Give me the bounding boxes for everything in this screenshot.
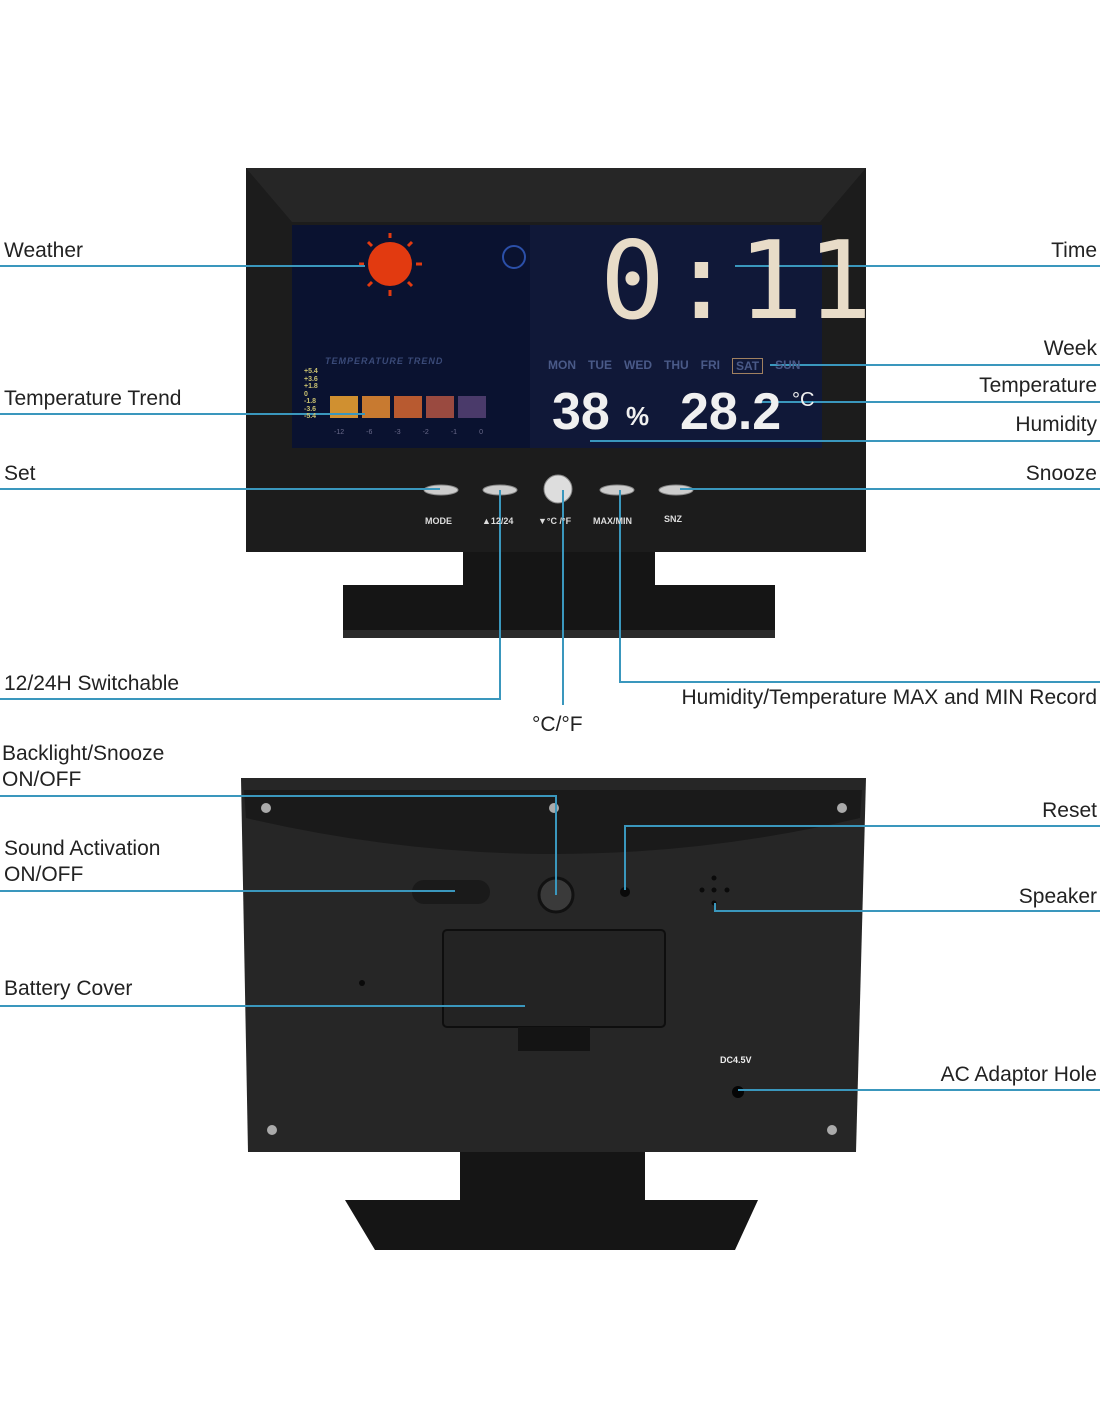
button-label-unit[interactable]: ▼°C /°F [538, 516, 572, 526]
front-stand [343, 552, 775, 630]
back-stand [345, 1120, 758, 1250]
label-backlight-line1: Backlight/Snooze [2, 742, 165, 765]
label-battery-cover: Battery Cover [4, 977, 133, 1000]
label-ac-adaptor: AC Adaptor Hole [940, 1063, 1097, 1086]
leader-lines [0, 265, 1100, 1091]
label-sound: Sound Activation ON/OFF [4, 836, 160, 888]
trend-scale-label: +1.8 [304, 383, 318, 390]
label-unit: °C/°F [532, 713, 583, 736]
humidity-unit: % [626, 401, 650, 431]
trend-bars [330, 396, 486, 418]
button-label-snz[interactable]: SNZ [664, 514, 682, 524]
comfort-face-icon [502, 245, 526, 269]
label-speaker: Speaker [1018, 885, 1097, 908]
humidity-value: 38 [552, 383, 610, 441]
label-temperature-trend: Temperature Trend [4, 387, 182, 410]
trend-scale-label: +3.6 [304, 375, 318, 383]
reset-hole [620, 887, 630, 897]
label-humidity: Humidity [1015, 413, 1097, 436]
day-thu: THU [664, 358, 689, 372]
day-wed: WED [624, 358, 652, 372]
time-display: 0:11 [600, 219, 877, 344]
label-maxmin: Humidity/Temperature MAX and MIN Record [681, 686, 1097, 709]
button-label-mode[interactable]: MODE [425, 516, 452, 526]
label-weather: Weather [4, 239, 83, 262]
speaker-holes [699, 875, 730, 906]
button-label-1224[interactable]: ▲12/24 [482, 516, 514, 526]
label-reset: Reset [1042, 799, 1097, 822]
battery-cover [442, 929, 666, 1028]
label-week: Week [1043, 337, 1097, 360]
label-backlight-line2: ON/OFF [2, 768, 82, 791]
label-sound-line1: Sound Activation [4, 837, 161, 860]
trend-hour: -6 [366, 429, 373, 436]
dc-jack [732, 1086, 744, 1098]
day-sun: SUN [775, 358, 801, 372]
day-fri: FRI [700, 358, 721, 372]
temperature-unit: °C [792, 389, 815, 411]
trend-scale-label: +5.4 [304, 368, 318, 375]
trend-hour: 0 [479, 429, 483, 436]
trend-scale: +5.4 +3.6 +1.8 0 -1.8 -3.6 -5.4 [304, 368, 318, 421]
trend-hour: -12 [334, 429, 345, 436]
trend-hour: -2 [422, 429, 429, 436]
day-tue: TUE [588, 358, 612, 372]
label-1224-switchable: 12/24H Switchable [4, 672, 180, 695]
trend-scale-label: -5.4 [304, 413, 317, 420]
week-days: MON TUE WED THU FRI SAT SUN [548, 358, 800, 374]
dc-label: DC4.5V [720, 1055, 752, 1065]
trend-hours: -12 -6 -3 -2 -1 0 [334, 428, 483, 437]
button-label-maxmin[interactable]: MAX/MIN [593, 516, 632, 526]
sun-weather-icon [359, 233, 422, 296]
label-temperature: Temperature [979, 374, 1097, 397]
label-backlight: Backlight/Snooze ON/OFF [2, 741, 164, 793]
day-sat: SAT [732, 358, 764, 374]
trend-scale-label: -3.6 [304, 405, 317, 413]
day-mon: MON [548, 358, 576, 372]
trend-title: TEMPERATURE TREND [325, 356, 444, 366]
trend-hour: -1 [450, 429, 458, 436]
trend-hour: -3 [394, 429, 401, 436]
label-sound-line2: ON/OFF [4, 863, 84, 886]
screen-right-panel [530, 225, 822, 448]
trend-scale-label: -1.8 [304, 398, 317, 405]
trend-scale-label: 0 [304, 390, 308, 398]
label-set: Set [4, 462, 36, 485]
temperature-value: 28.2 [680, 383, 782, 441]
label-snooze: Snooze [1025, 462, 1097, 485]
label-time: Time [1051, 239, 1097, 262]
